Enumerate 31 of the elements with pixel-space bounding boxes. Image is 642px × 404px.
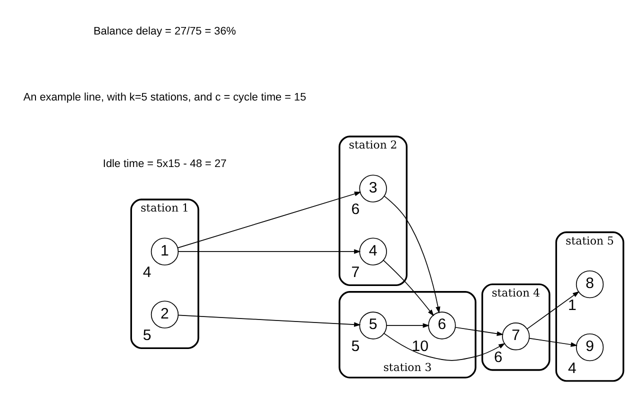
node-label: 7 [351,264,360,282]
arrow [384,333,506,361]
node-label: 1 [568,296,576,314]
arrow [528,338,578,347]
node-label: 6 [351,201,360,218]
node-circle: 4 [359,238,387,266]
arrow [526,291,580,330]
node-label: 10 [412,338,429,356]
arrow [382,260,434,316]
node-label: 5 [351,338,360,356]
node-circle: 5 [359,312,387,340]
arrow [177,192,362,248]
arrow [384,196,440,314]
label: Balance delay = 27/75 = 36% [94,25,236,38]
node-circle: 1 [150,238,179,266]
node-circle: 8 [576,270,604,298]
node-label: 4 [142,264,152,282]
node-circle: 6 [428,312,456,340]
node-circle: 3 [359,174,387,202]
arrow [178,249,361,254]
label: Idle time = 5x15 - 48 = 27 [102,158,227,170]
node-label: 6 [494,348,502,366]
label: An example line, with k=5 stations, and c = cycle time = 15 [23,92,306,104]
arrow [178,314,361,327]
node-circle: 7 [502,322,530,350]
node-circle: 2 [150,300,179,328]
node-circle: 9 [576,333,604,362]
node-label: 5 [142,327,152,344]
arrow [386,323,430,328]
arrow [454,326,504,336]
node-label: 4 [568,360,576,377]
